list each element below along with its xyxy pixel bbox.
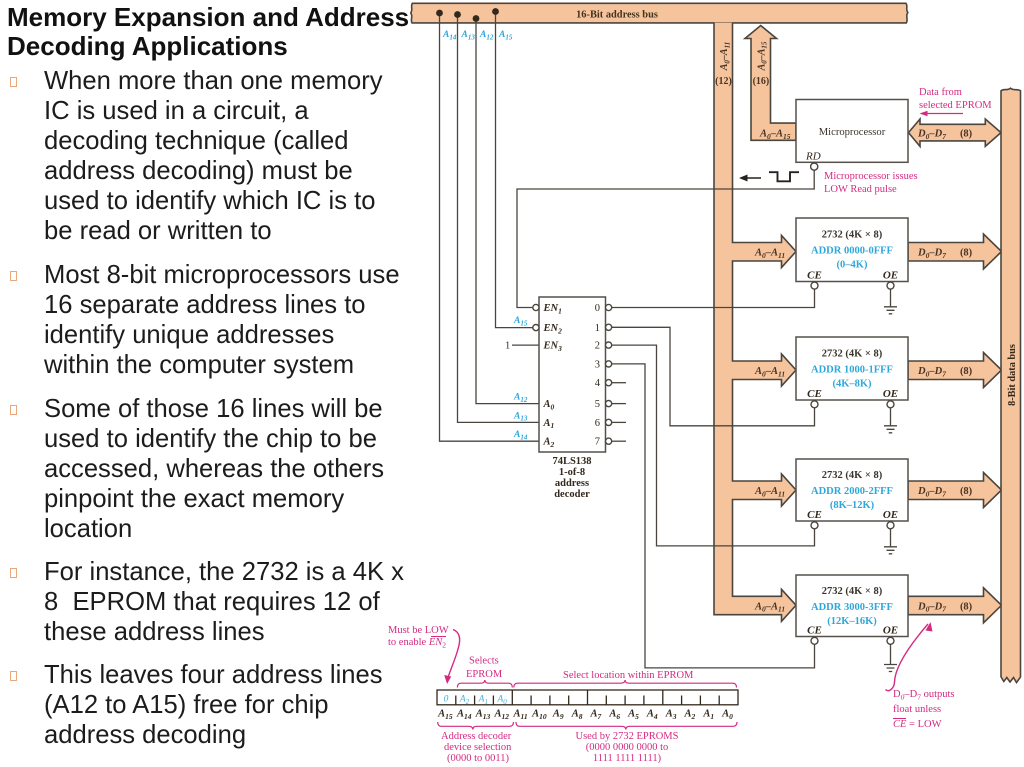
svg-text:A0–A11: A0–A11 — [754, 601, 785, 613]
svg-text:Address decoder: Address decoder — [441, 731, 512, 742]
svg-text:EN3: EN3 — [543, 341, 563, 353]
svg-text:0: 0 — [444, 695, 449, 705]
svg-text:LOW Read pulse: LOW Read pulse — [824, 184, 897, 195]
svg-text:A12: A12 — [479, 30, 494, 41]
svg-text:8-Bit data bus: 8-Bit data bus — [1007, 344, 1018, 406]
svg-text:OE: OE — [883, 509, 898, 521]
svg-text:OE: OE — [883, 625, 898, 637]
svg-text:A2: A2 — [684, 709, 696, 721]
svg-text:(4K–8K): (4K–8K) — [832, 379, 872, 390]
svg-text:2732 (4K × 8): 2732 (4K × 8) — [822, 349, 883, 360]
svg-text:(8K–12K): (8K–12K) — [830, 500, 875, 511]
svg-text:Used by 2732 EPROMS: Used by 2732 EPROMS — [576, 731, 679, 742]
svg-text:A10: A10 — [531, 709, 547, 721]
svg-text:Selects: Selects — [469, 656, 499, 667]
svg-text:device selection: device selection — [444, 742, 512, 753]
svg-text:(0000 0000 0000 to: (0000 0000 0000 to — [586, 742, 669, 753]
svg-text:A1: A1 — [478, 695, 488, 706]
svg-text:A2: A2 — [459, 695, 470, 706]
svg-text:A15: A15 — [498, 30, 513, 41]
svg-text:Select location within EPROM: Select location within EPROM — [563, 670, 694, 681]
svg-text:A0–A11: A0–A11 — [754, 366, 785, 378]
svg-text:A0–A11: A0–A11 — [719, 42, 731, 71]
svg-text:D0–D7 outputs: D0–D7 outputs — [893, 689, 954, 701]
svg-text:A13: A13 — [513, 411, 528, 422]
svg-text:A1: A1 — [543, 418, 555, 430]
svg-text:(0–4K): (0–4K) — [837, 260, 868, 271]
svg-text:A11: A11 — [513, 709, 528, 721]
svg-text:(12): (12) — [715, 76, 732, 87]
svg-text:A0: A0 — [543, 399, 555, 411]
svg-text:RD: RD — [805, 151, 821, 163]
svg-text:A0–A11: A0–A11 — [754, 486, 785, 498]
svg-text:1: 1 — [505, 341, 510, 352]
svg-text:address: address — [555, 478, 589, 489]
svg-text:ADDR 1000-1FFF: ADDR 1000-1FFF — [811, 365, 893, 376]
svg-text:A7: A7 — [590, 709, 602, 721]
svg-text:ADDR 2000-2FFF: ADDR 2000-2FFF — [811, 486, 893, 497]
svg-text:A14: A14 — [442, 30, 457, 41]
svg-text:A0–A11: A0–A11 — [754, 248, 785, 260]
svg-text:2732 (4K × 8): 2732 (4K × 8) — [822, 230, 883, 241]
svg-text:CE = LOW: CE = LOW — [893, 719, 942, 730]
svg-text:CE: CE — [807, 270, 822, 282]
svg-text:4: 4 — [595, 378, 601, 389]
svg-text:ADDR 0000-0FFF: ADDR 0000-0FFF — [811, 246, 893, 257]
svg-text:CE: CE — [807, 388, 822, 400]
svg-text:A15: A15 — [513, 316, 528, 327]
svg-text:A6: A6 — [608, 709, 620, 721]
svg-text:A14: A14 — [456, 709, 472, 721]
svg-text:Must be LOW: Must be LOW — [388, 625, 449, 636]
svg-text:(0000 to 0011): (0000 to 0011) — [447, 753, 510, 764]
svg-text:EN2: EN2 — [543, 323, 563, 335]
svg-text:CE: CE — [807, 509, 822, 521]
svg-text:5: 5 — [595, 399, 600, 410]
svg-text:0: 0 — [595, 303, 600, 314]
svg-text:A0: A0 — [721, 709, 733, 721]
svg-text:OE: OE — [883, 270, 898, 282]
svg-text:selected EPROM: selected EPROM — [919, 100, 992, 111]
svg-text:2: 2 — [595, 341, 600, 352]
svg-text:float unless: float unless — [893, 704, 941, 715]
svg-text:74LS138: 74LS138 — [552, 456, 591, 467]
svg-text:A9: A9 — [552, 709, 564, 721]
svg-text:A1: A1 — [702, 709, 714, 721]
svg-text:A0–A15: A0–A15 — [759, 129, 791, 141]
svg-text:6: 6 — [595, 418, 600, 429]
svg-text:A13: A13 — [475, 709, 491, 721]
svg-text:(12K–16K): (12K–16K) — [827, 616, 877, 627]
svg-text:A12: A12 — [494, 709, 510, 721]
svg-text:A15: A15 — [437, 709, 453, 721]
svg-text:7: 7 — [595, 437, 600, 448]
svg-text:1: 1 — [595, 323, 600, 334]
svg-text:OE: OE — [883, 388, 898, 400]
svg-text:2732 (4K × 8): 2732 (4K × 8) — [822, 470, 883, 481]
svg-text:A14: A14 — [513, 430, 528, 441]
svg-text:A3: A3 — [665, 709, 677, 721]
svg-text:(16): (16) — [753, 76, 770, 87]
svg-text:A0: A0 — [496, 695, 507, 706]
svg-text:Microprocessor issues: Microprocessor issues — [824, 171, 918, 182]
svg-text:1111 1111 1111): 1111 1111 1111) — [593, 753, 662, 764]
svg-text:A8: A8 — [571, 709, 583, 721]
svg-text:16-Bit address bus: 16-Bit address bus — [576, 9, 658, 20]
svg-text:A4: A4 — [646, 709, 658, 721]
svg-text:2732 (4K × 8): 2732 (4K × 8) — [822, 586, 883, 597]
svg-text:3: 3 — [595, 359, 600, 370]
svg-text:A0–A15: A0–A15 — [756, 41, 768, 71]
svg-text:CE: CE — [807, 625, 822, 637]
svg-text:decoder: decoder — [554, 489, 590, 500]
svg-text:A12: A12 — [513, 393, 528, 404]
svg-text:1-of-8: 1-of-8 — [559, 467, 585, 478]
svg-text:ADDR 3000-3FFF: ADDR 3000-3FFF — [811, 602, 893, 613]
svg-text:A2: A2 — [543, 437, 555, 449]
svg-text:A13: A13 — [461, 30, 476, 41]
svg-text:Data from: Data from — [919, 87, 962, 98]
svg-text:to enable EN2: to enable EN2 — [388, 637, 446, 649]
svg-text:Microprocessor: Microprocessor — [819, 127, 886, 138]
svg-text:EN1: EN1 — [543, 303, 562, 315]
svg-text:EPROM: EPROM — [466, 669, 503, 680]
svg-text:A5: A5 — [627, 709, 639, 721]
